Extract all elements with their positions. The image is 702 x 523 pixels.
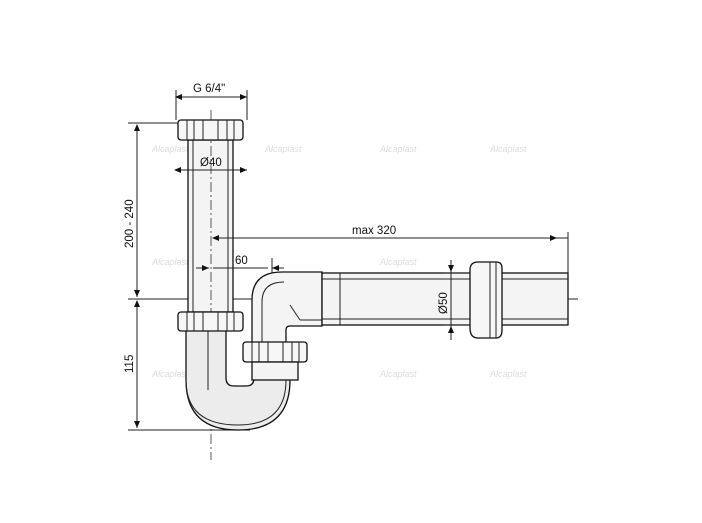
pipe-diameter-label: Ø40: [200, 157, 222, 169]
riser-union-nut: [242, 341, 308, 381]
elbow-riser: [251, 271, 323, 346]
pipe-diameter-dimension: Ø40: [174, 157, 247, 173]
max-length-dimension: max 320: [212, 225, 569, 275]
watermark: Alcaplast: [379, 369, 417, 379]
thread-dimension: G 6/4": [175, 83, 248, 120]
watermark-layer: Alcaplast Alcaplast Alcaplast Alcaplast …: [151, 144, 527, 379]
outlet-diameter-dimension: Ø50: [438, 260, 470, 340]
height-dimension: 200 - 240: [124, 122, 178, 297]
watermark: Alcaplast: [151, 144, 189, 154]
max-length-label: max 320: [352, 225, 396, 237]
watermark: Alcaplast: [151, 369, 189, 379]
watermark: Alcaplast: [264, 144, 302, 154]
offset-label: 60: [235, 255, 248, 267]
outlet-pipe: [321, 272, 569, 326]
trap-depth-label: 115: [124, 355, 136, 373]
thread-size-label: G 6/4": [193, 83, 225, 95]
top-union-nut: [177, 119, 244, 141]
lower-union-nut: [177, 311, 244, 332]
outlet-diameter-label: Ø50: [438, 292, 450, 314]
watermark: Alcaplast: [489, 369, 527, 379]
watermark: Alcaplast: [151, 257, 189, 267]
watermark: Alcaplast: [489, 144, 527, 154]
wall-rosette: [469, 261, 503, 339]
watermark: Alcaplast: [379, 144, 417, 154]
height-range-label: 200 - 240: [124, 199, 136, 248]
watermark: Alcaplast: [379, 257, 417, 267]
